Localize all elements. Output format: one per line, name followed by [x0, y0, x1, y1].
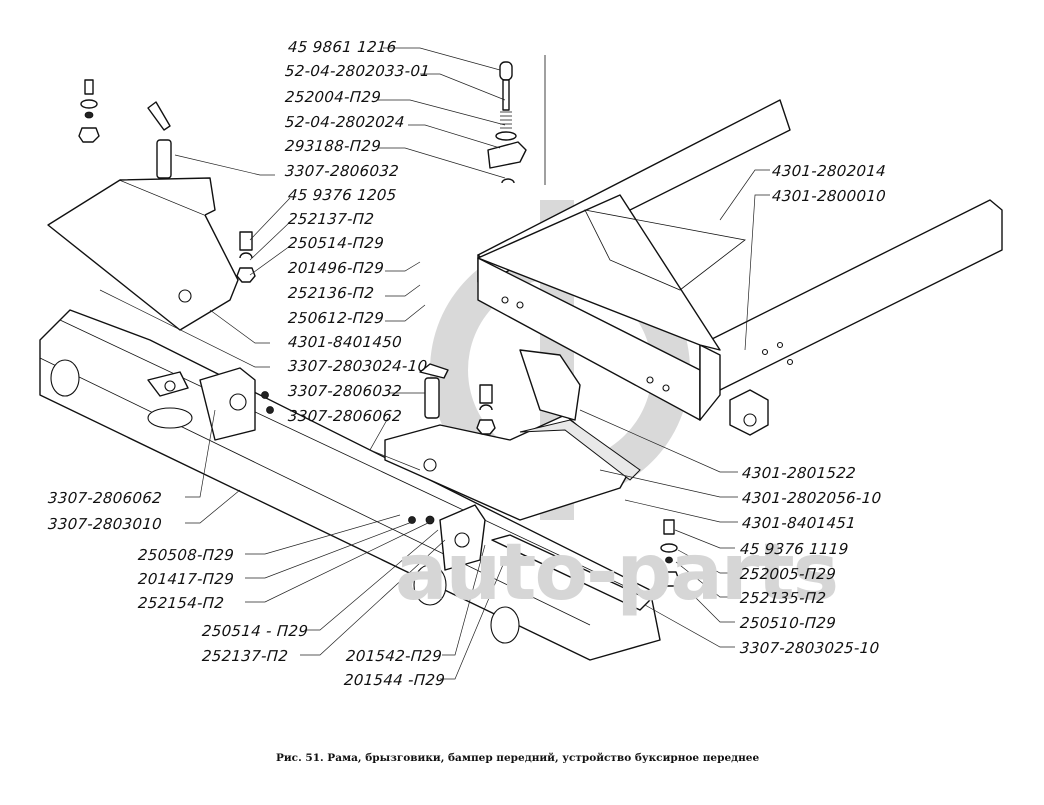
tow-pin-assembly [487, 55, 546, 185]
frame-4301-2800010 [477, 99, 1003, 436]
callout-label: 3307-2803025-10 [739, 639, 881, 657]
bumper-3307-2803010 [39, 309, 661, 661]
callout-label: 250508-П29 [137, 546, 235, 564]
callout-label: 250514 - П29 [201, 622, 309, 640]
figure-caption: Рис. 51. Рама, брызговики, бампер передн… [276, 752, 760, 764]
callout-label: 201542-П29 [345, 647, 443, 665]
callout-label: 4301-2800010 [771, 187, 887, 205]
callout-label: 3307-2806062 [287, 407, 403, 425]
callout-label: 293188-П29 [284, 137, 382, 155]
callout-label: 201544 -П29 [343, 671, 446, 689]
callout-label: 201417-П29 [137, 570, 235, 588]
callout-label: 250514-П29 [287, 234, 385, 252]
callout-label: 3307-2806032 [284, 162, 400, 180]
callout-label: 52-04-2802033-01 [284, 62, 431, 80]
tow-bracket-right [408, 504, 651, 611]
callout-label: 252136-П2 [287, 284, 375, 302]
callout-label: 250612-П29 [287, 309, 385, 327]
callout-label: 3307-2806062 [47, 489, 163, 507]
mudguard-4301-8401451 [384, 363, 641, 521]
tow-bracket-left [147, 367, 274, 441]
callout-label: 252137-П2 [287, 210, 375, 228]
watermark-text: auto-parts [395, 528, 839, 618]
callout-label: 45 9376 1119 [739, 540, 850, 558]
callout-label: 45 9861 1216 [287, 38, 398, 56]
callout-label: 250510-П29 [739, 614, 837, 632]
callout-label: 45 9376 1205 [287, 186, 398, 204]
fasteners-right [658, 519, 680, 587]
callout-label: 252135-П2 [739, 589, 827, 607]
callout-label: 252004-П29 [284, 88, 382, 106]
callout-label: 52-04-2802024 [284, 113, 406, 131]
callout-label: 252005-П29 [739, 565, 837, 583]
callout-label: 4301-8401450 [287, 333, 403, 351]
callout-label: 252154-П2 [137, 594, 225, 612]
bracket-4301-2801522 [519, 349, 581, 421]
callout-label: 3307-2803010 [47, 515, 163, 533]
callout-label: 3307-2806032 [287, 382, 403, 400]
callout-label: 4301-2801522 [741, 464, 857, 482]
callout-label: 201496-П29 [287, 259, 385, 277]
mudguard-4301-8401450 [47, 79, 256, 331]
callout-label: 252137-П2 [201, 647, 289, 665]
callout-label: 4301-2802056-10 [741, 489, 883, 507]
callout-label: 4301-8401451 [741, 514, 857, 532]
callout-label: 4301-2802014 [771, 162, 887, 180]
leader-lines [99, 47, 770, 680]
callout-label: 3307-2803024-10 [287, 357, 429, 375]
